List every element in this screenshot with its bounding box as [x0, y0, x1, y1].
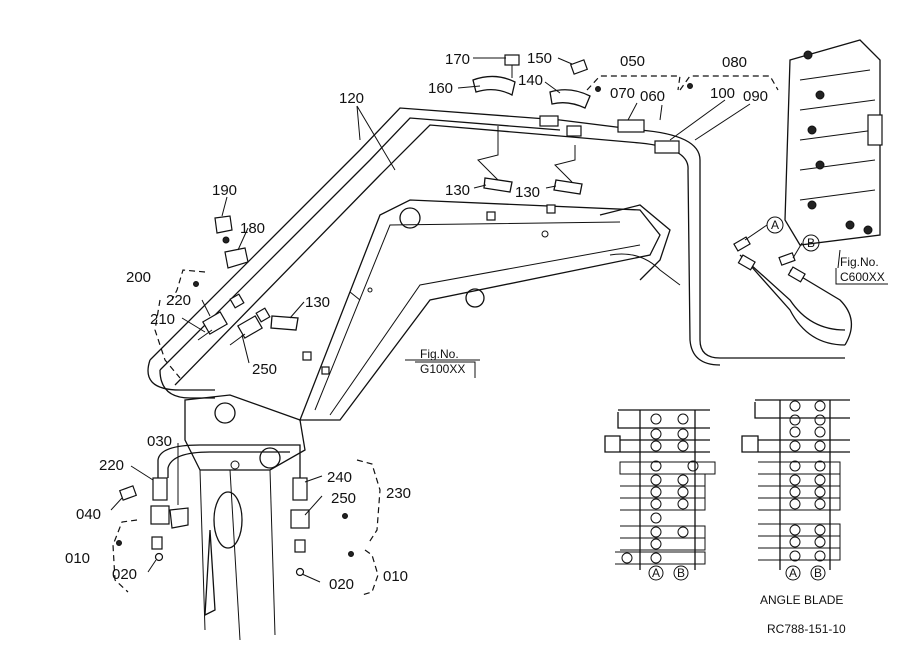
panel-left-mark-b: B [677, 566, 685, 580]
callout-230: 230 [386, 485, 411, 502]
callout-150: 150 [527, 50, 552, 67]
panel-right-mark-b: B [814, 566, 822, 580]
callout-250-b: 250 [331, 490, 356, 507]
angle-blade-caption: ANGLE BLADE [760, 593, 843, 607]
callout-250-a: 250 [252, 361, 277, 378]
control-valve [784, 39, 883, 246]
callout-130-a: 130 [445, 182, 470, 199]
callout-090: 090 [743, 88, 768, 105]
valve-schematic-left: A B [604, 409, 716, 581]
callout-220-a: 220 [166, 292, 191, 309]
panel-right-mark-a: A [789, 566, 797, 580]
callout-130-b: 130 [515, 184, 540, 201]
callout-060: 060 [640, 88, 665, 105]
callout-140: 140 [518, 72, 543, 89]
panel-left-mark-a: A [652, 566, 660, 580]
fittings-top [472, 54, 693, 154]
callout-020-a: 020 [112, 566, 137, 583]
callout-180: 180 [240, 220, 265, 237]
callout-020-b: 020 [329, 576, 354, 593]
callout-050: 050 [620, 53, 645, 70]
port-mark-b: B [807, 236, 815, 250]
swing-bracket [184, 394, 306, 641]
callout-200: 200 [126, 269, 151, 286]
hoses-to-valve [733, 236, 852, 346]
callout-040: 040 [76, 506, 101, 523]
fig-ref-c-number: C600XX [840, 270, 885, 284]
callout-010-b: 010 [383, 568, 408, 585]
fig-ref-c-label: Fig.No. [840, 255, 879, 269]
lower-hoses [116, 444, 354, 577]
callout-220-b: 220 [99, 457, 124, 474]
drawing-number: RC788-151-10 [767, 622, 846, 636]
callout-120: 120 [339, 90, 364, 107]
group-brackets [112, 75, 779, 596]
fig-ref-g-label: Fig.No. [420, 347, 459, 361]
part-callouts: 170 150 050 080 160 140 070 060 100 090 … [65, 50, 768, 593]
callout-070: 070 [610, 85, 635, 102]
callout-030: 030 [147, 433, 172, 450]
callout-080: 080 [722, 54, 747, 71]
callout-130-c: 130 [305, 294, 330, 311]
pipe-assembly-120 [147, 107, 845, 399]
callout-100: 100 [710, 85, 735, 102]
figure-references: Fig.No. G100XX Fig.No. C600XX A B [415, 216, 888, 378]
port-mark-a: A [771, 218, 779, 232]
callout-010-a: 010 [65, 550, 90, 567]
fittings-left [193, 215, 271, 346]
clamps-130 [270, 126, 583, 375]
boom [299, 199, 681, 421]
callout-240: 240 [327, 469, 352, 486]
callout-160: 160 [428, 80, 453, 97]
fig-ref-g-number: G100XX [420, 362, 465, 376]
callout-170: 170 [445, 51, 470, 68]
valve-schematic-right: A B ANGLE BLADE [741, 399, 850, 607]
callout-210: 210 [150, 311, 175, 328]
callout-190: 190 [212, 182, 237, 199]
leader-lines [110, 57, 841, 583]
